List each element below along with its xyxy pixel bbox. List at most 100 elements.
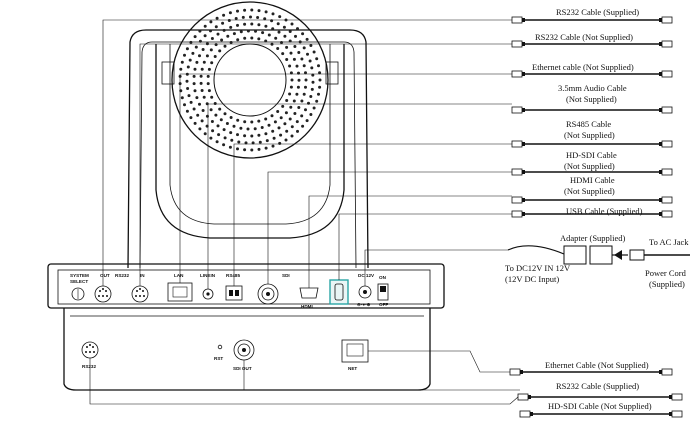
grille-hole	[183, 53, 186, 57]
grille-hole	[229, 131, 233, 135]
connector-pin	[139, 295, 141, 297]
grille-hole	[243, 120, 247, 124]
grille-hole	[189, 40, 193, 44]
label-rst: RST	[214, 356, 223, 361]
yoke-outline	[155, 44, 345, 239]
cable-plug-tip-right	[669, 412, 672, 416]
grille-hole	[273, 120, 277, 124]
grille-hole	[230, 138, 234, 142]
connector-pin	[102, 288, 104, 290]
grille-hole	[201, 109, 205, 112]
system-select-dial[interactable]	[71, 287, 85, 301]
grille-hole	[200, 89, 204, 92]
cable-plug-right	[661, 168, 673, 176]
grille-hole	[277, 30, 281, 34]
label-dc12v: DC 12V	[358, 273, 375, 278]
grille-hole	[279, 116, 283, 120]
cable-plug-left	[511, 40, 523, 48]
grille-hole	[300, 99, 304, 103]
grille-hole	[203, 34, 207, 38]
label-to-dc-line1: To DC12V IN 12V	[505, 263, 571, 273]
grille-hole	[318, 78, 322, 82]
leader-net	[368, 350, 510, 373]
grille-hole	[264, 39, 268, 43]
connector-pin	[105, 290, 107, 292]
label-sdi: SDI	[282, 273, 290, 278]
leader-audio	[207, 103, 512, 289]
grille-hole	[257, 119, 261, 123]
cable-plug-tip-right	[659, 42, 662, 46]
cable-plug-tip-left	[522, 212, 525, 216]
adapter-brick-2	[589, 245, 613, 265]
cable-plug-tip-right	[659, 108, 662, 112]
grille-hole	[188, 58, 192, 62]
grille-hole	[310, 87, 314, 91]
cable-plug-left	[511, 168, 523, 176]
cable-plug-right	[661, 106, 673, 114]
dc-in-jack-center	[363, 290, 367, 294]
grille-hole	[220, 38, 224, 42]
grille-hole	[272, 136, 276, 140]
grille-hole	[225, 122, 229, 125]
usb-port[interactable]	[334, 283, 344, 301]
label-dc-polarity: ⊖-●-⊕	[357, 302, 371, 307]
sdi-out-port-mid	[237, 343, 251, 357]
cable-plug-tip-left	[522, 72, 525, 76]
grille-hole	[193, 89, 197, 93]
cable-plug-tip-left	[530, 412, 533, 416]
label-audio-line2: (Not Supplied)	[566, 94, 617, 104]
grille-hole	[318, 85, 322, 89]
label-in: IN	[140, 273, 145, 278]
label-bottom-ethernet: Ethernet Cable (Not Supplied)	[545, 360, 649, 370]
grille-hole	[243, 148, 247, 152]
leader-dc	[364, 249, 508, 286]
hdmi-port[interactable]	[299, 287, 319, 299]
grille-hole	[219, 118, 223, 122]
connector-pin	[93, 351, 95, 353]
net-port-inner	[346, 343, 364, 357]
grille-hole	[285, 129, 289, 133]
grille-hole	[226, 34, 230, 38]
grille-hole	[250, 22, 254, 26]
grille-hole	[288, 30, 292, 33]
label-rs232-supplied: RS232 Cable (Supplied)	[556, 7, 639, 17]
cable-bottom-ethernet	[509, 368, 673, 376]
cable-plug-left	[509, 368, 521, 376]
grille-hole	[258, 140, 262, 144]
label-hdsdi-line1: HD-SDI Cable	[566, 150, 617, 160]
grille-hole	[296, 85, 300, 89]
cable-plug-right	[661, 40, 673, 48]
cable-plug-right	[661, 70, 673, 78]
grille-hole	[317, 92, 320, 96]
grille-hole	[229, 116, 233, 119]
cable-plug-tip-right	[659, 370, 662, 374]
reset-button[interactable]	[217, 344, 223, 350]
grille-hole	[251, 141, 255, 145]
grille-hole	[193, 35, 197, 39]
power-switch[interactable]	[377, 283, 389, 301]
sdi-out-port-center	[242, 348, 246, 352]
lower-rs232-pins	[85, 344, 95, 353]
grille-hole	[243, 22, 247, 26]
rs485-terminal[interactable]	[225, 285, 243, 301]
grille-hole	[292, 57, 296, 61]
grille-hole	[180, 60, 184, 64]
camera-head	[127, 1, 369, 269]
grille-hole	[193, 67, 197, 71]
label-system: SYSTEM	[70, 273, 89, 278]
grille-hole	[261, 31, 265, 35]
cable-plug-right	[661, 196, 673, 204]
label-ethernet-not-supplied: Ethernet cable (Not Supplied)	[532, 62, 634, 72]
label-to-dc-line2: (12V DC Input)	[505, 274, 559, 284]
grille-hole	[203, 24, 207, 28]
net-port[interactable]	[341, 339, 369, 363]
grille-hole	[283, 122, 287, 126]
grille-hole	[236, 9, 239, 13]
lan-port[interactable]	[167, 282, 193, 302]
grille-hole	[289, 85, 293, 89]
grille-hole	[192, 74, 196, 78]
grille-hole	[264, 146, 268, 150]
grille-hole	[200, 67, 204, 71]
grille-hole	[304, 108, 307, 112]
grille-hole	[206, 74, 210, 78]
